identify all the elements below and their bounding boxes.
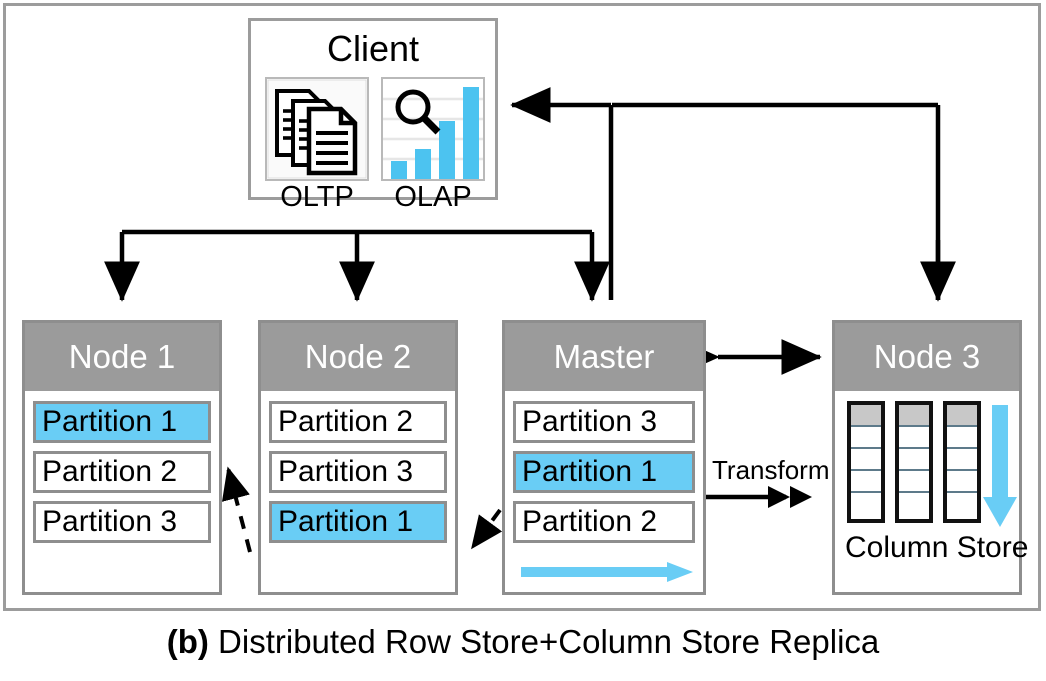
column-cell [899,449,929,471]
column-cell [947,427,977,449]
node-box-master[interactable]: Master Partition 3 Partition 1 Partition… [502,320,706,595]
node-title-master: Master [505,323,703,391]
node-title-node-1: Node 1 [25,323,219,391]
oltp-icon-pane [265,77,369,181]
column-cell [947,405,977,427]
column-cell [899,427,929,449]
blue-right-arrow-icon [521,562,693,582]
column-cell [947,493,977,515]
column-cell [947,449,977,471]
column-store-label: Column Store [845,531,1029,564]
documents-stack-icon [267,79,367,179]
partition-row[interactable]: Partition 2 [269,401,447,443]
column-1 [847,401,885,523]
node-box-node-2[interactable]: Node 2 Partition 2 Partition 3 Partition… [258,320,458,595]
node-body-node-1: Partition 1 Partition 2 Partition 3 [25,391,219,559]
column-cell [851,493,881,515]
column-3 [943,401,981,523]
partition-row[interactable]: Partition 1 [269,501,447,543]
node-title-node-3: Node 3 [835,323,1019,391]
partition-row[interactable]: Partition 1 [33,401,211,443]
partition-row[interactable]: Partition 2 [33,451,211,493]
figure-caption: (b) Distributed Row Store+Column Store R… [0,620,1046,664]
partition-row[interactable]: Partition 1 [513,451,695,493]
column-cell [851,449,881,471]
node-body-node-2: Partition 2 Partition 3 Partition 1 [261,391,455,559]
client-title: Client [326,28,420,69]
column-cell [899,405,929,427]
olap-label: OLAP [394,181,472,213]
partition-row[interactable]: Partition 3 [269,451,447,493]
node-title-node-2: Node 2 [261,323,455,391]
node-box-node-3[interactable]: Node 3 [832,320,1028,595]
column-cell [851,405,881,427]
transform-label: Transform [712,455,830,485]
partition-row[interactable]: Partition 3 [33,501,211,543]
bar-chart-magnifier-icon [383,79,483,179]
oltp-label: OLTP [280,181,354,213]
caption-text: Distributed Row Store+Column Store Repli… [218,623,880,660]
column-cell [947,471,977,493]
column-cell [899,471,929,493]
partition-row[interactable]: Partition 3 [513,401,695,443]
column-cell [851,427,881,449]
blue-down-arrow-icon [983,405,1017,527]
client-box: Client [248,18,498,213]
node-body-master: Partition 3 Partition 1 Partition 2 [505,391,703,559]
column-cell [899,493,929,515]
node-box-node-1[interactable]: Node 1 Partition 1 Partition 2 Partition… [22,320,222,595]
column-store-graphic: Column Store [843,401,1028,595]
olap-icon-pane [381,77,485,181]
partition-row[interactable]: Partition 2 [513,501,695,543]
caption-prefix: (b) [166,623,209,660]
column-2 [895,401,933,523]
column-cell [851,471,881,493]
